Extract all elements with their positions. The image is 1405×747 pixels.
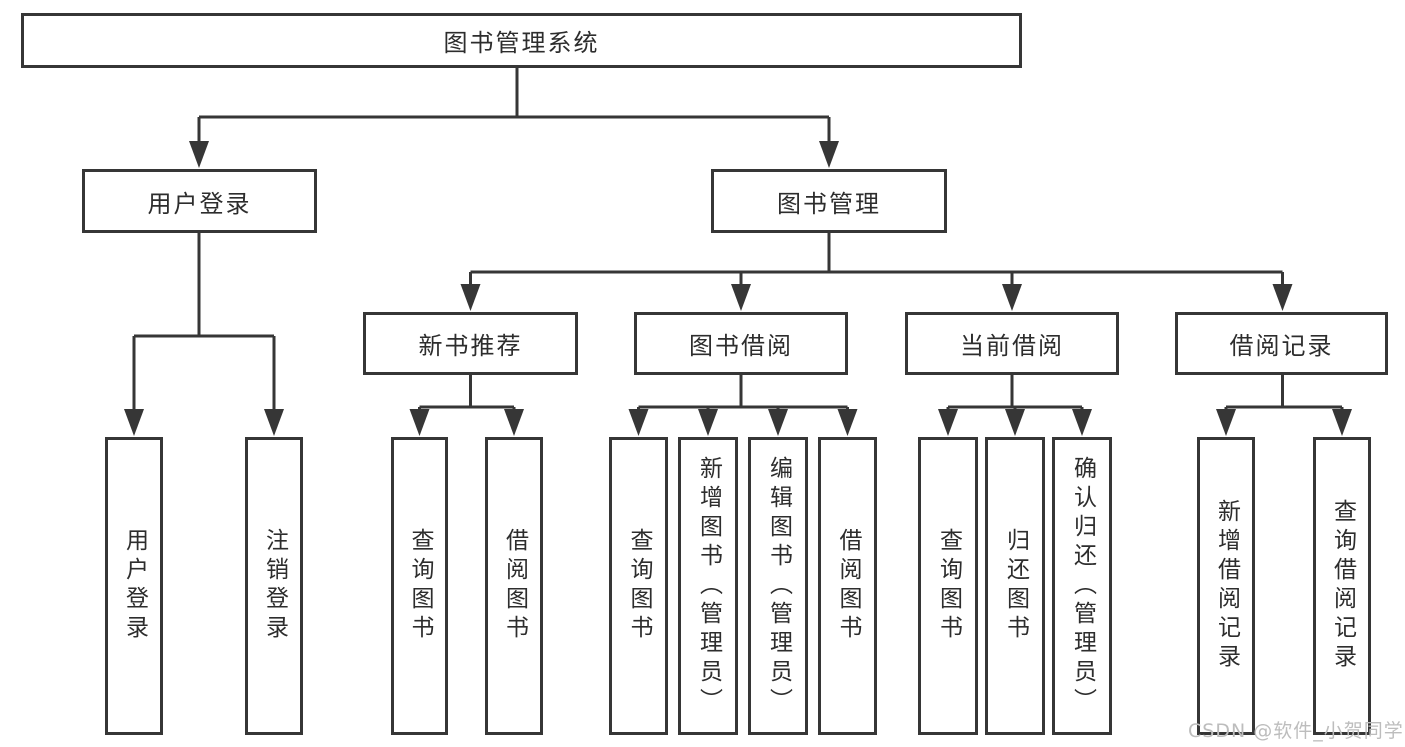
arrowhead	[409, 409, 430, 436]
node-label: 查询图书	[626, 528, 652, 644]
node-root: 图书管理系统	[21, 13, 1022, 68]
arrowhead	[1332, 409, 1352, 436]
node-label: 借阅图书	[501, 528, 528, 644]
arrowhead	[837, 409, 858, 436]
leaf-query-books-borrow: 查询图书	[609, 437, 668, 735]
node-label: 借阅记录	[1229, 332, 1334, 360]
arrowhead	[1005, 409, 1025, 436]
node-borrow-records: 借阅记录	[1175, 312, 1388, 375]
node-label: 注销登录	[261, 528, 288, 644]
leaf-query-books-recommend: 查询图书	[391, 437, 448, 735]
leaf-return-books: 归还图书	[985, 437, 1045, 735]
node-label: 新书推荐	[418, 332, 523, 360]
arrowhead	[1002, 284, 1022, 311]
node-new-book-recommend: 新书推荐	[363, 312, 578, 375]
node-book-management: 图书管理	[711, 169, 947, 233]
connector-path	[132, 68, 1344, 410]
node-label: 编辑图书（管理员）	[765, 455, 792, 717]
node-label: 归还图书	[1002, 528, 1029, 644]
node-label: 用户登录	[147, 189, 252, 218]
leaf-edit-book-admin: 编辑图书（管理员）	[748, 437, 808, 735]
node-label: 查询图书	[935, 528, 962, 644]
arrowhead	[731, 284, 751, 311]
arrowhead	[819, 141, 839, 168]
arrowhead	[1216, 409, 1236, 436]
leaf-query-books-current: 查询图书	[918, 437, 978, 735]
node-label: 查询图书	[407, 528, 433, 644]
arrowhead	[1072, 409, 1092, 436]
arrowhead	[1272, 284, 1293, 311]
arrowhead	[189, 141, 209, 168]
node-book-borrow: 图书借阅	[634, 312, 848, 375]
node-label: 借阅图书	[835, 528, 861, 644]
node-label: 当前借阅	[960, 332, 1064, 360]
node-label: 用户登录	[121, 528, 148, 644]
watermark: CSDN @软件_小贺同学	[1188, 720, 1404, 742]
arrowhead	[124, 409, 144, 436]
arrowhead	[698, 409, 718, 436]
node-label: 图书借阅	[689, 332, 793, 360]
arrowhead	[264, 409, 284, 436]
node-label: 图书管理系统	[443, 29, 600, 57]
arrowhead	[628, 409, 649, 436]
arrowhead	[768, 409, 788, 436]
node-label: 新增图书（管理员）	[695, 455, 722, 717]
leaf-confirm-return-admin: 确认归还（管理员）	[1052, 437, 1112, 735]
leaf-query-borrow-record: 查询借阅记录	[1313, 437, 1371, 735]
leaf-add-borrow-record: 新增借阅记录	[1197, 437, 1255, 735]
node-user-login: 用户登录	[82, 169, 317, 233]
leaf-borrow-books-borrow: 借阅图书	[818, 437, 877, 735]
arrowhead	[938, 409, 958, 436]
node-label: 查询借阅记录	[1329, 499, 1356, 673]
node-current-borrow: 当前借阅	[905, 312, 1119, 375]
leaf-logout: 注销登录	[245, 437, 303, 735]
leaf-user-login: 用户登录	[105, 437, 163, 735]
leaf-borrow-books-recommend: 借阅图书	[485, 437, 543, 735]
arrowhead	[504, 409, 524, 436]
node-label: 图书管理	[777, 189, 881, 218]
leaf-add-book-admin: 新增图书（管理员）	[678, 437, 738, 735]
node-label: 新增借阅记录	[1213, 499, 1240, 673]
node-label: 确认归还（管理员）	[1069, 455, 1096, 717]
arrowhead	[460, 284, 481, 311]
